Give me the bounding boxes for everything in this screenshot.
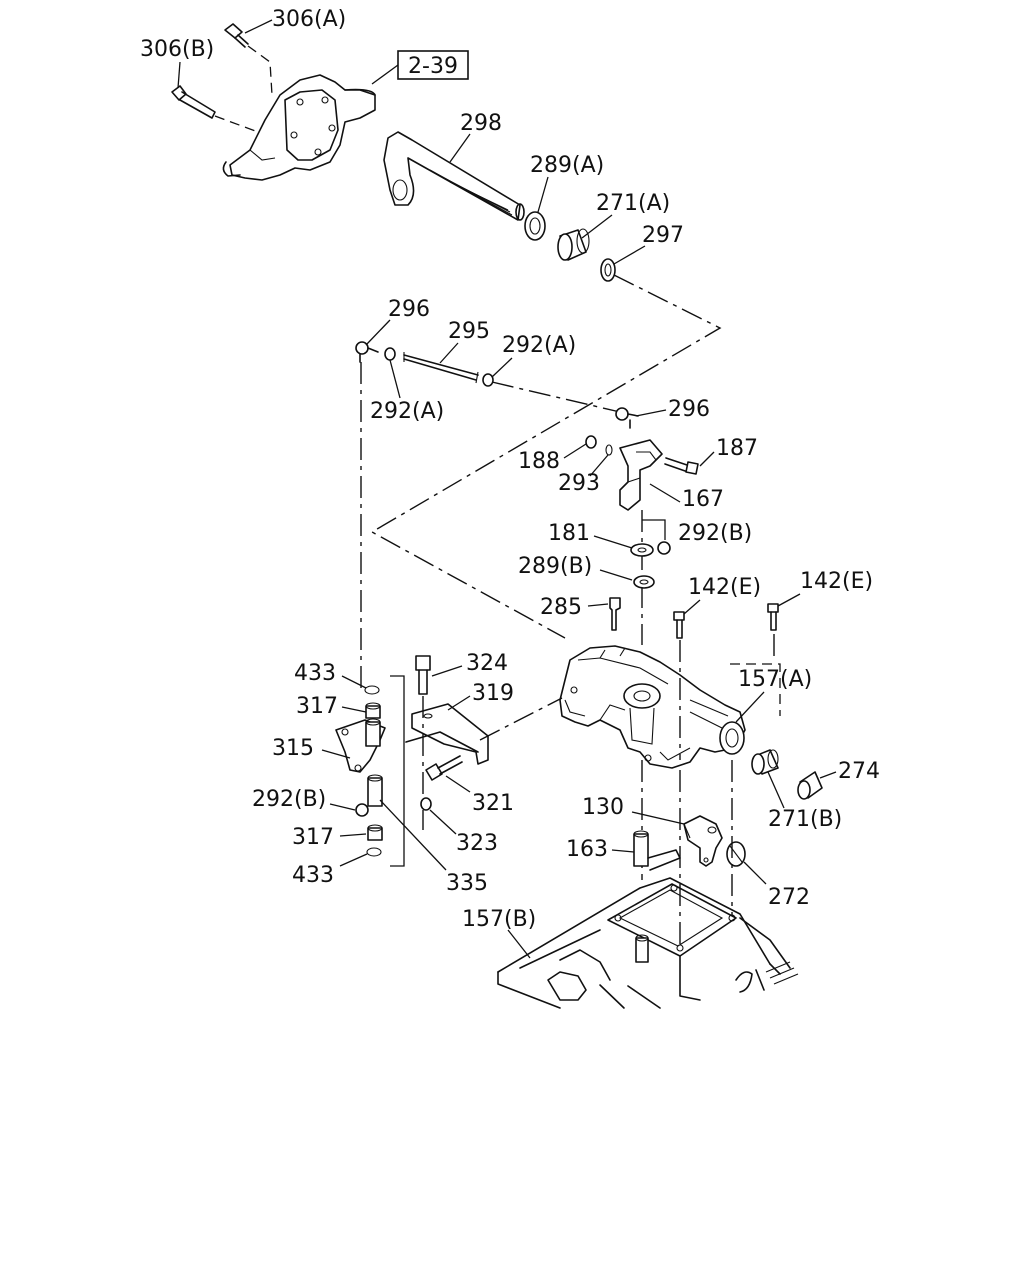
label-433-bottom[interactable]: 433	[292, 863, 334, 888]
label-289b[interactable]: 289(B)	[518, 554, 592, 579]
seal-289b	[633, 575, 655, 589]
label-296-right[interactable]: 296	[668, 397, 710, 422]
label-187[interactable]: 187	[716, 436, 758, 461]
label-181[interactable]: 181	[548, 521, 590, 546]
label-293[interactable]: 293	[558, 471, 600, 496]
label-297[interactable]: 297	[642, 223, 684, 248]
rod-295	[403, 352, 479, 384]
label-289a[interactable]: 289(A)	[530, 153, 604, 178]
label-292b-bottom[interactable]: 292(B)	[252, 787, 326, 812]
nut-292a-left	[384, 347, 396, 361]
label-157a[interactable]: 157(A)	[738, 667, 812, 692]
bolt-324	[415, 655, 431, 695]
bushing-317-bottom	[367, 824, 383, 841]
label-157b[interactable]: 157(B)	[462, 907, 536, 932]
bolt-306a	[224, 23, 273, 96]
bolt-142e-left	[673, 611, 685, 639]
label-295[interactable]: 295	[448, 319, 490, 344]
nut-292b-bottom	[355, 803, 369, 817]
label-272[interactable]: 272	[768, 885, 810, 910]
label-306b[interactable]: 306(B)	[140, 37, 214, 62]
label-317-bottom[interactable]: 317	[292, 825, 334, 850]
nut-292b-top	[657, 541, 671, 555]
label-142e-left[interactable]: 142(E)	[688, 575, 761, 600]
label-296-left[interactable]: 296	[388, 297, 430, 322]
lever-315	[335, 718, 386, 773]
nut-188	[585, 435, 597, 449]
rod-end-296-left	[355, 341, 379, 363]
label-274[interactable]: 274	[838, 759, 880, 784]
label-335[interactable]: 335	[446, 871, 488, 896]
bracket-167	[619, 439, 663, 511]
label-319[interactable]: 319	[472, 681, 514, 706]
label-292a-bottom[interactable]: 292(A)	[370, 399, 444, 424]
transmission-housing	[222, 74, 376, 181]
bushing-271b	[751, 749, 779, 775]
label-323[interactable]: 323	[456, 831, 498, 856]
shift-shaft-298	[383, 131, 525, 221]
label-315[interactable]: 315	[272, 736, 314, 761]
washer-293	[605, 444, 613, 456]
bolt-187	[664, 457, 699, 475]
label-292a-top[interactable]: 292(A)	[502, 333, 576, 358]
label-298[interactable]: 298	[460, 111, 502, 136]
nut-292a-right	[482, 373, 494, 387]
center-housing-157a	[559, 645, 746, 769]
rod-end-296-right	[615, 407, 639, 429]
label-188[interactable]: 188	[518, 449, 560, 474]
pin-335	[367, 774, 383, 807]
plug-274	[797, 771, 823, 800]
label-285[interactable]: 285	[540, 595, 582, 620]
bracket-319	[405, 703, 489, 765]
label-142e-right[interactable]: 142(E)	[800, 569, 873, 594]
label-271a[interactable]: 271(A)	[596, 191, 670, 216]
label-306a[interactable]: 306(A)	[272, 7, 346, 32]
bushing-271a	[557, 228, 590, 261]
lever-130	[683, 815, 723, 867]
label-163[interactable]: 163	[566, 837, 608, 862]
bushing-317-top	[365, 702, 381, 719]
oring-433-bottom	[366, 847, 382, 857]
base-housing-157b	[497, 877, 799, 1009]
oring-433-top	[364, 685, 380, 695]
label-271b[interactable]: 271(B)	[768, 807, 842, 832]
pin-163	[633, 830, 681, 871]
bolt-321	[425, 755, 463, 781]
label-130[interactable]: 130	[582, 795, 624, 820]
nut-323	[420, 797, 432, 811]
label-324[interactable]: 324	[466, 651, 508, 676]
bolt-142e-right	[767, 603, 779, 631]
label-321[interactable]: 321	[472, 791, 514, 816]
ring-297	[600, 258, 616, 282]
bolt-306b	[171, 85, 259, 133]
pin-285	[609, 597, 621, 631]
ring-272	[726, 841, 746, 867]
label-433-top[interactable]: 433	[294, 661, 336, 686]
label-292b-top[interactable]: 292(B)	[678, 521, 752, 546]
label-167[interactable]: 167	[682, 487, 724, 512]
reference-box[interactable]: 2-39	[397, 50, 469, 80]
label-317-top[interactable]: 317	[296, 694, 338, 719]
seal-289a	[524, 211, 546, 241]
reference-box-label: 2-39	[408, 54, 458, 79]
washer-181	[630, 543, 654, 557]
